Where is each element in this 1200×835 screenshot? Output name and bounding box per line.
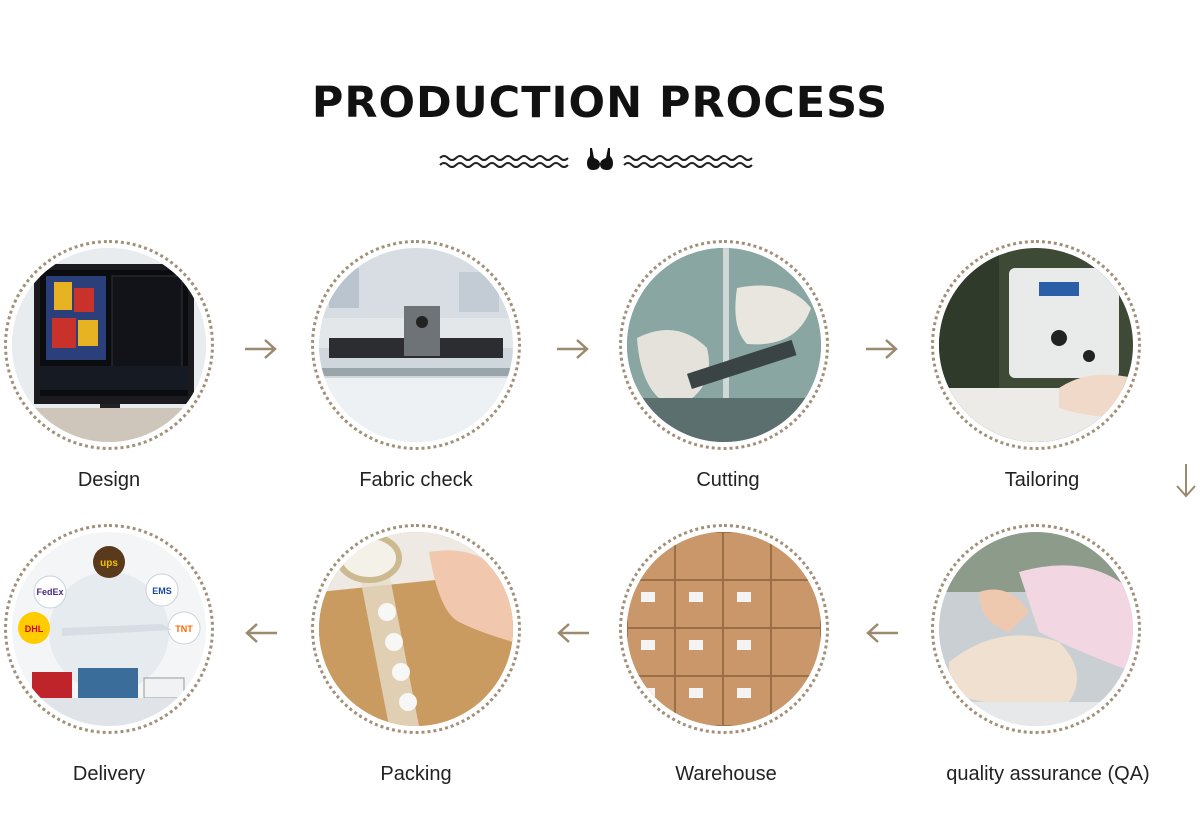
step-label: Packing — [266, 763, 566, 786]
step-label: Warehouse — [576, 763, 876, 786]
step-quality-assurance — [931, 524, 1141, 734]
step-label: Cutting — [578, 469, 878, 492]
arrow-left-icon — [243, 621, 279, 645]
design-monitor-photo — [12, 248, 206, 442]
step-label: Delivery — [0, 763, 259, 786]
step-fabric-check — [311, 240, 521, 450]
sewing-machine-photo — [939, 248, 1133, 442]
arrow-left-icon — [555, 621, 591, 645]
arrow-right-icon — [243, 337, 279, 361]
page-title: PRODUCTION PROCESS — [0, 78, 1200, 128]
delivery-logo-text: FedEx — [36, 587, 63, 597]
step-label: Tailoring — [892, 469, 1192, 492]
step-tailoring — [931, 240, 1141, 450]
step-label: quality assurance (QA) — [898, 763, 1198, 786]
step-label: Design — [0, 469, 259, 492]
warehouse-boxes-photo — [627, 532, 821, 726]
hand-cutting-photo — [627, 248, 821, 442]
bra-icon — [587, 148, 613, 170]
delivery-logo-text: TNT — [175, 624, 193, 634]
arrow-right-icon — [555, 337, 591, 361]
step-warehouse — [619, 524, 829, 734]
step-delivery: FedEx ups EMS DHL TNT — [4, 524, 214, 734]
arrow-left-icon — [864, 621, 900, 645]
delivery-logistics-photo: FedEx ups EMS DHL TNT — [12, 532, 206, 726]
delivery-logo-text: DHL — [25, 624, 44, 634]
fabric-cutting-machine-photo — [319, 248, 513, 442]
delivery-logo-text: ups — [100, 558, 118, 569]
step-design — [4, 240, 214, 450]
arrow-right-icon — [864, 337, 900, 361]
step-cutting — [619, 240, 829, 450]
step-label: Fabric check — [266, 469, 566, 492]
quality-inspection-photo — [939, 532, 1133, 726]
step-packing — [311, 524, 521, 734]
delivery-logo-text: EMS — [152, 586, 172, 596]
title-divider — [430, 140, 770, 180]
packing-tape-photo — [319, 532, 513, 726]
